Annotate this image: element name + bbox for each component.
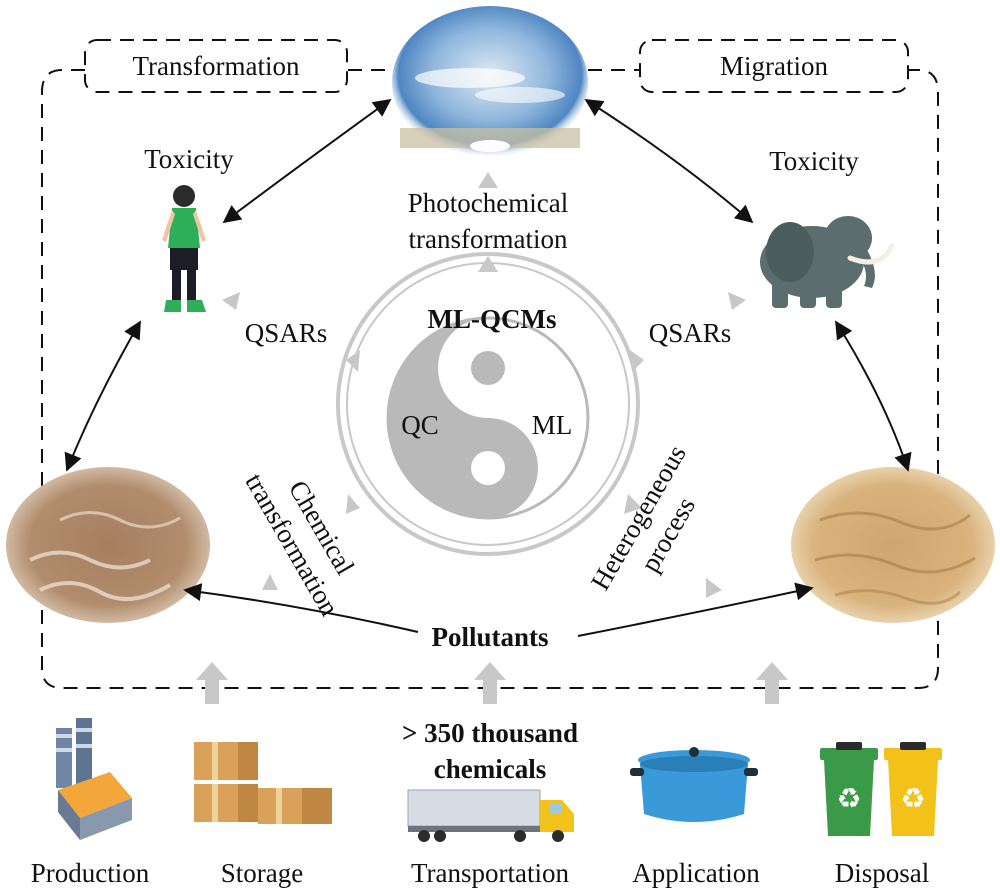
transformation-label: Transformation xyxy=(133,51,300,81)
migration-box xyxy=(639,39,909,93)
qsars-left-label: QSARs xyxy=(245,318,328,348)
migration-arrows xyxy=(64,98,912,637)
pot-icon xyxy=(630,747,758,822)
source-label-storage: Storage xyxy=(221,858,303,888)
chemicals-count-line2: chemicals xyxy=(434,754,546,784)
recycle-bins-icon: ♻ ♻ xyxy=(820,742,942,836)
elephant-icon xyxy=(760,216,895,308)
dashed-frame: Transformation Migration xyxy=(41,39,939,689)
transformation-box xyxy=(84,39,348,93)
source-label-disposal: Disposal xyxy=(835,858,930,888)
toxicity-right-label: Toxicity xyxy=(769,146,859,176)
boxes-icon xyxy=(194,742,332,824)
source-label-application: Application xyxy=(632,858,760,888)
human-figure-icon xyxy=(162,185,206,312)
source-arrows xyxy=(196,662,788,704)
svg-text:♻: ♻ xyxy=(900,782,925,815)
truck-icon xyxy=(407,789,574,842)
heterogeneous-process-label: Heterogeneous process xyxy=(585,440,701,595)
source-label-transportation: Transportation xyxy=(411,858,570,888)
chemical-transformation-label: Chemical transformation xyxy=(239,468,360,621)
sky-image xyxy=(392,6,588,158)
ml-label: ML xyxy=(532,410,573,440)
photochemical-label-line2: transformation xyxy=(409,224,568,254)
qc-label: QC xyxy=(401,410,439,440)
toxicity-left-label: Toxicity xyxy=(144,144,234,174)
migration-label: Migration xyxy=(720,51,828,81)
yin-yang-icon xyxy=(386,316,590,520)
chemicals-count-line1: > 350 thousand xyxy=(402,718,578,748)
photochemical-label-line1: Photochemical xyxy=(408,188,568,218)
svg-text:♻: ♻ xyxy=(836,782,861,815)
water-image xyxy=(6,467,210,623)
source-label-production: Production xyxy=(31,858,150,888)
ring-arrows xyxy=(222,172,746,598)
factory-icon xyxy=(56,718,132,840)
ml-qcms-title: ML-QCMs xyxy=(428,304,557,334)
qsars-right-label: QSARs xyxy=(649,318,732,348)
sand-image xyxy=(791,467,995,623)
pollutants-label: Pollutants xyxy=(431,622,548,652)
